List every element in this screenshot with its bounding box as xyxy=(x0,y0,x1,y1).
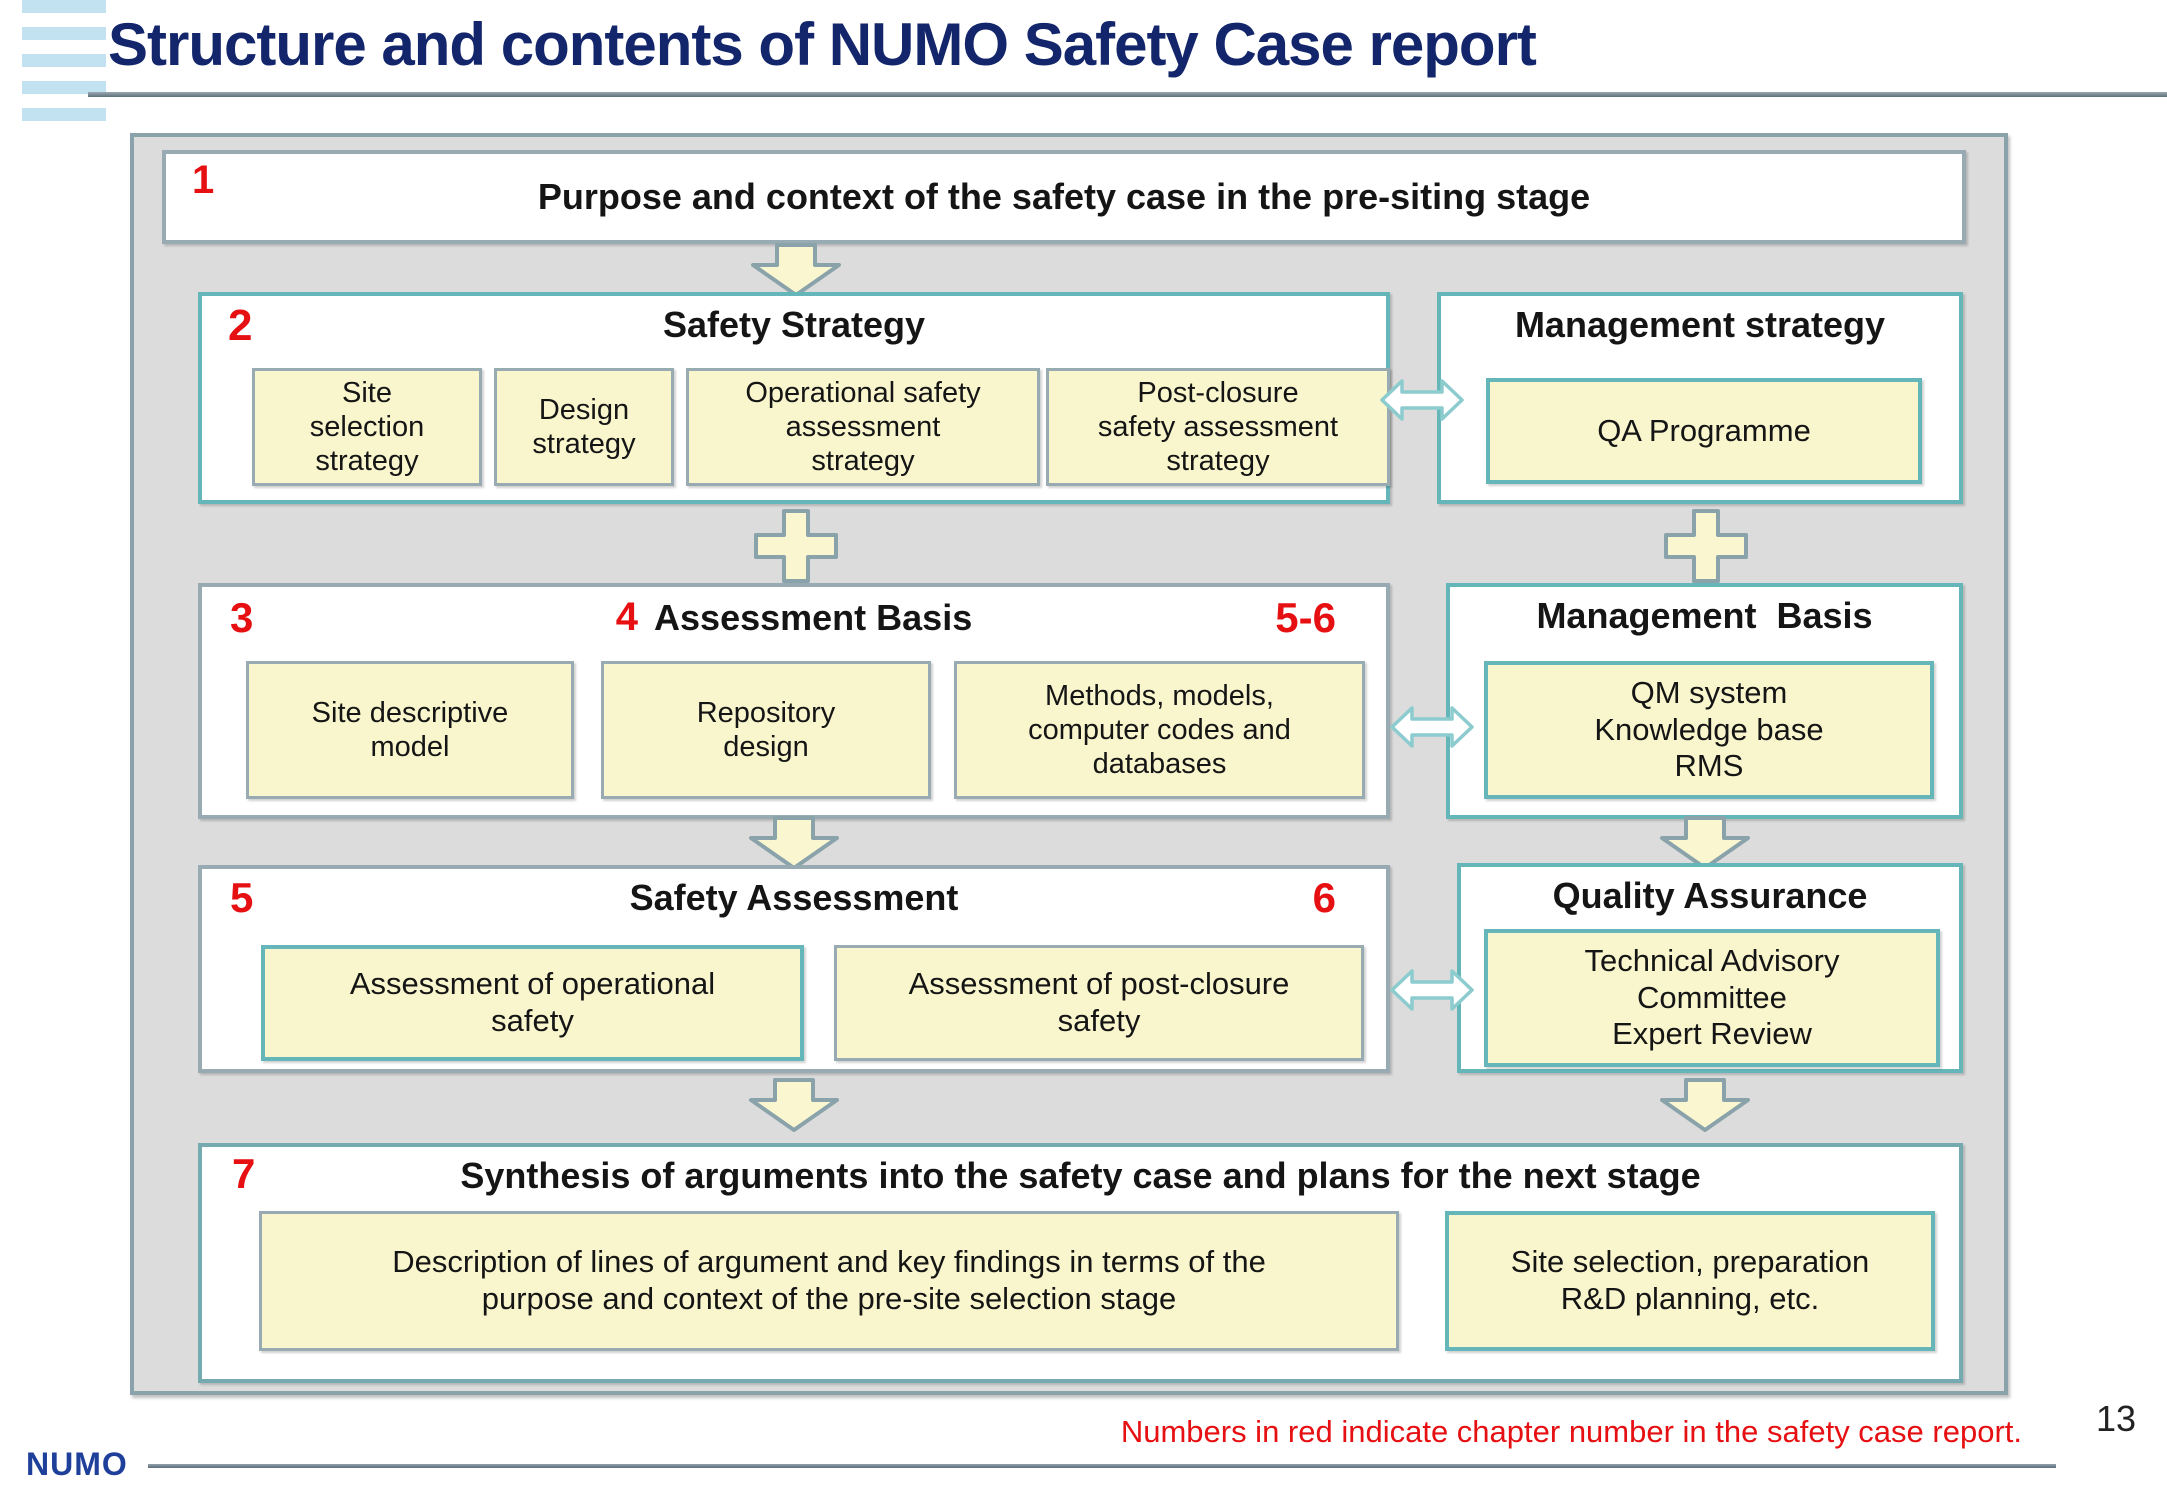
methods-models-codes-databases-cell: Methods, models, computer codes and data… xyxy=(954,661,1365,799)
design-strategy-cell: Design strategy xyxy=(494,368,674,486)
chapter-number-3: 3 xyxy=(230,594,254,641)
qm-system-cell: QM system Knowledge base RMS xyxy=(1484,661,1934,799)
footer-note: Numbers in red indicate chapter number i… xyxy=(1120,1414,2022,1449)
chapter-number-4: 4 xyxy=(615,595,639,639)
assessment-basis-box: 3 4 Assessment Basis 5-6 Site descriptiv… xyxy=(198,583,1390,819)
chapter-number-1: 1 xyxy=(192,158,215,202)
chapter-number-2: 2 xyxy=(228,301,253,350)
management-basis-title: Management Basis xyxy=(1536,595,1873,636)
page-number: 13 xyxy=(2096,1398,2137,1439)
quality-assurance-title: Quality Assurance xyxy=(1552,875,1868,916)
assessment-operational-safety-cell: Assessment of operational safety xyxy=(261,945,804,1061)
safety-strategy-box: 2 Safety Strategy Site selection strateg… xyxy=(198,292,1390,504)
operational-safety-assessment-strategy-cell: Operational safety assessment strategy xyxy=(686,368,1040,486)
assessment-basis-title: Assessment Basis xyxy=(654,597,973,638)
purpose-title: Purpose and context of the safety case i… xyxy=(537,176,1591,217)
down-arrow-icon xyxy=(751,243,841,297)
safety-strategy-title: Safety Strategy xyxy=(662,304,926,345)
down-arrow-icon xyxy=(749,816,839,870)
page-title: Structure and contents of NUMO Safety Ca… xyxy=(108,11,1537,78)
footer-divider xyxy=(148,1464,2056,1468)
site-selection-preparation-cell: Site selection, preparation R&D planning… xyxy=(1445,1211,1935,1351)
cross-connector-icon xyxy=(1664,509,1748,583)
purpose-box: 1 Purpose and context of the safety case… xyxy=(162,150,1966,244)
safety-assessment-title: Safety Assessment xyxy=(629,877,959,918)
down-arrow-icon xyxy=(1660,816,1750,870)
site-descriptive-model-cell: Site descriptive model xyxy=(246,661,574,799)
site-selection-strategy-cell: Site selection strategy xyxy=(252,368,482,486)
cross-connector-icon xyxy=(754,509,838,583)
chapter-number-6: 6 xyxy=(1312,874,1336,921)
corner-stripes-decoration xyxy=(22,0,106,128)
down-arrow-icon xyxy=(1660,1078,1750,1132)
assessment-post-closure-safety-cell: Assessment of post-closure safety xyxy=(834,945,1364,1061)
safety-assessment-box: 5 Safety Assessment 6 Assessment of oper… xyxy=(198,865,1390,1073)
chapter-number-5: 5 xyxy=(230,874,254,921)
management-basis-box: Management Basis QM system Knowledge bas… xyxy=(1446,583,1963,819)
post-closure-safety-assessment-strategy-cell: Post-closure safety assessment strategy xyxy=(1046,368,1390,486)
left-right-arrow-icon xyxy=(1390,706,1474,748)
management-strategy-title: Management strategy xyxy=(1514,304,1886,345)
chapter-number-7: 7 xyxy=(232,1150,256,1197)
qa-programme-cell: QA Programme xyxy=(1486,378,1922,484)
synthesis-title: Synthesis of arguments into the safety c… xyxy=(460,1155,1701,1196)
down-arrow-icon xyxy=(749,1078,839,1132)
synthesis-box: 7 Synthesis of arguments into the safety… xyxy=(198,1143,1963,1383)
repository-design-cell: Repository design xyxy=(601,661,931,799)
management-strategy-box: Management strategy QA Programme xyxy=(1437,292,1963,504)
chapter-number-5-6: 5-6 xyxy=(1275,594,1336,641)
title-divider xyxy=(88,92,2167,97)
numo-logo: NUMO xyxy=(26,1446,128,1482)
technical-advisory-committee-cell: Technical Advisory Committee Expert Revi… xyxy=(1484,929,1940,1067)
quality-assurance-box: Quality Assurance Technical Advisory Com… xyxy=(1457,863,1963,1073)
description-lines-of-argument-cell: Description of lines of argument and key… xyxy=(259,1211,1399,1351)
left-right-arrow-icon xyxy=(1380,379,1464,421)
left-right-arrow-icon xyxy=(1390,969,1474,1011)
